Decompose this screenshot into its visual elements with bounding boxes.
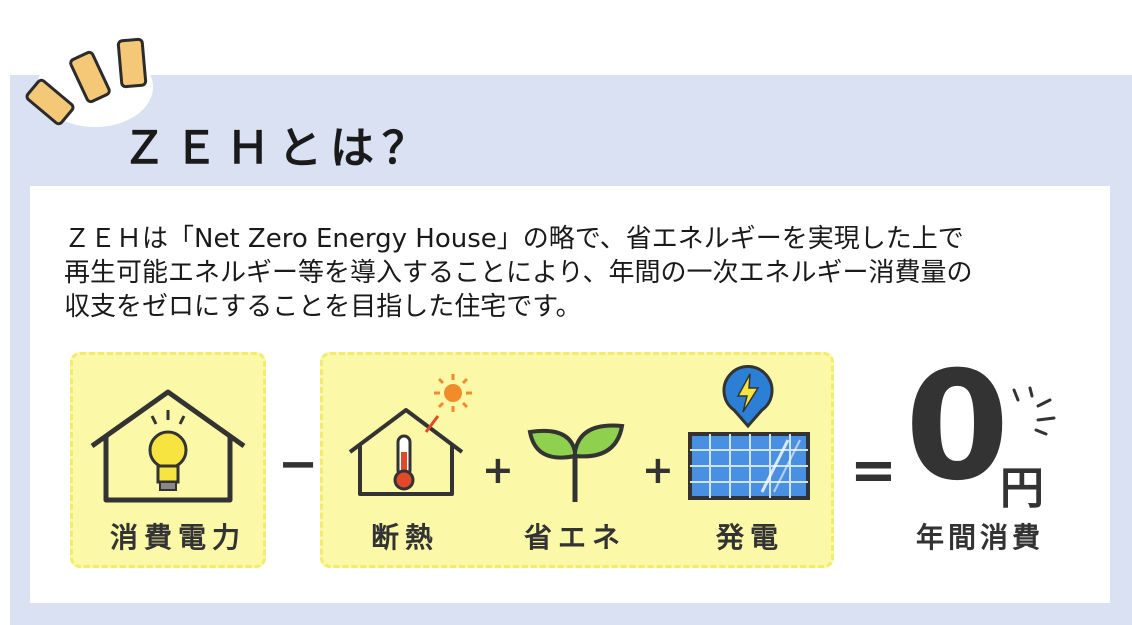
page-title: ＺＥＨとは？ (122, 123, 434, 174)
insulation-label: 断熱 (370, 521, 439, 554)
equals-sign: = (850, 438, 897, 503)
plus-sign: + (482, 448, 514, 492)
description-line: 収支をゼロにすることを目指した住宅です。 (64, 292, 582, 322)
generation-label: 発電 (715, 521, 784, 554)
house-lightbulb-icon (90, 389, 246, 503)
result-unit: 円 (1000, 463, 1044, 514)
plus-sign: + (642, 448, 674, 492)
result-value: 0 (905, 340, 1010, 514)
solar-panel-icon (688, 432, 810, 500)
description-line: ＺＥＨは「Net Zero Energy House」の略で、省エネルギーを実現… (64, 224, 964, 254)
sun-icon (434, 374, 472, 412)
lightning-pin-icon (722, 365, 774, 429)
consumption-label: 消費電力 (109, 521, 246, 554)
description-line: 再生可能エネルギー等を導入することにより、年間の一次エネルギー消費量の (64, 258, 973, 288)
result-label: 年間消費 (915, 521, 1044, 554)
sparkle-lines-icon (1012, 386, 1056, 436)
accent-stripes-icon (25, 37, 153, 127)
energy-saving-label: 省エネ (523, 521, 626, 554)
sprout-icon (527, 423, 625, 502)
house-thermometer-icon (348, 408, 464, 496)
minus-sign: − (278, 436, 319, 492)
description: ＺＥＨは「Net Zero Energy House」の略で、省エネルギーを実現… (64, 222, 1094, 324)
